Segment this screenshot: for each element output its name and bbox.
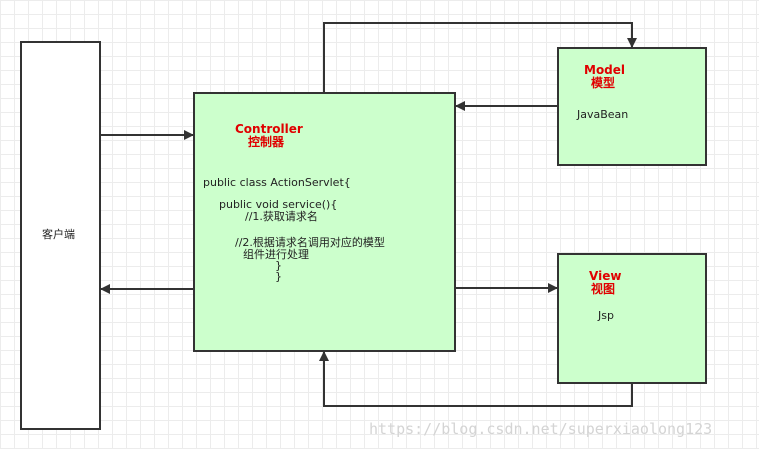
client-box [20, 41, 101, 430]
controller-code-line: } [275, 259, 282, 272]
client-label: 客户端 [42, 228, 75, 241]
controller-title: Controller [235, 122, 303, 136]
model-subtitle: 模型 [591, 76, 616, 90]
model-title: Model [584, 63, 626, 77]
controller-code-line: public class ActionServlet{ [203, 176, 351, 189]
view-box [557, 253, 707, 384]
controller-subtitle: 控制器 [248, 135, 285, 149]
watermark: https://blog.csdn.net/superxiaolong123 [369, 420, 713, 438]
view-subtitle: 视图 [591, 282, 616, 296]
controller-code-line: //2.根据请求名调用对应的模型 [235, 236, 385, 249]
view-title: View [589, 269, 622, 283]
model-box [557, 47, 707, 166]
controller-code-line: //1.获取请求名 [245, 210, 318, 223]
controller-box [193, 92, 456, 352]
arrow-controller-to-model [323, 22, 637, 92]
controller-code-line: 组件进行处理 [243, 248, 309, 261]
view-body: Jsp [598, 309, 614, 322]
model-body: JavaBean [577, 108, 629, 121]
controller-code-line: public void service(){ [219, 198, 338, 211]
controller-code-line: } [275, 270, 282, 283]
arrow-view-to-controller [319, 351, 633, 407]
